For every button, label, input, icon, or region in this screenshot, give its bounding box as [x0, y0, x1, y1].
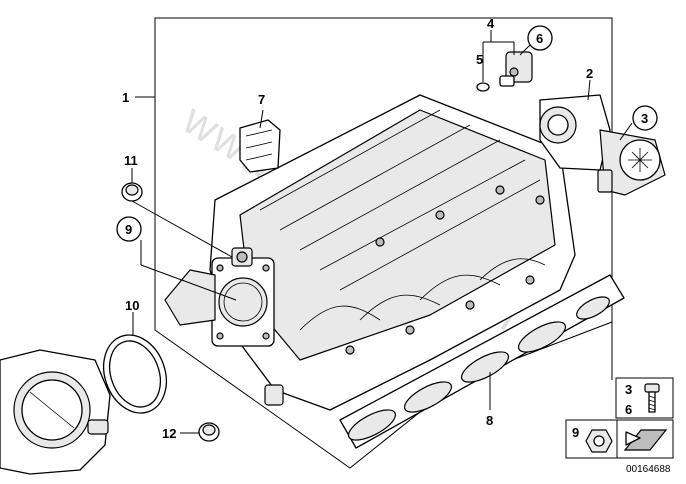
arrow-icon: [623, 429, 668, 451]
callout-circle-9: [116, 216, 142, 242]
screw-icon: [644, 383, 660, 413]
plug-12: [198, 422, 220, 442]
callout-4: 4: [487, 16, 495, 31]
catalog-number: 00164688: [626, 464, 671, 475]
nut-icon: [585, 429, 613, 453]
sensor-boss: [231, 247, 253, 267]
callout-6: 6: [536, 31, 543, 46]
callout-circle-6: [527, 25, 553, 51]
sensor-part-4: [499, 51, 533, 87]
callout-circle-3: [632, 105, 658, 131]
fastener-legend: 3 6 9: [565, 377, 674, 459]
clip-bracket: [239, 119, 281, 173]
callout-9: 9: [125, 222, 132, 237]
actuator-motor: [539, 94, 666, 196]
callout-10: 10: [125, 298, 139, 313]
legend-nut-box: [565, 419, 674, 459]
callout-7: 7: [258, 92, 265, 107]
legend-screw-box: [615, 377, 674, 419]
callout-5: 5: [476, 52, 483, 67]
callout-3: 3: [641, 111, 648, 126]
o-ring-5: [476, 82, 490, 92]
callout-12: 12: [162, 426, 176, 441]
leader-lines: [131, 30, 633, 434]
legend-label-6: 6: [625, 402, 632, 417]
callout-2: 2: [586, 66, 593, 81]
plug-11: [121, 182, 143, 202]
legend-label-9: 9: [572, 425, 579, 440]
callout-11: 11: [124, 153, 138, 168]
throttle-body: [0, 349, 111, 475]
intake-manifold: [164, 94, 576, 411]
throttle-gasket-ring: [103, 334, 167, 414]
callout-1: 1: [122, 90, 129, 105]
callout-8: 8: [486, 413, 493, 428]
legend-label-3: 3: [625, 382, 632, 397]
